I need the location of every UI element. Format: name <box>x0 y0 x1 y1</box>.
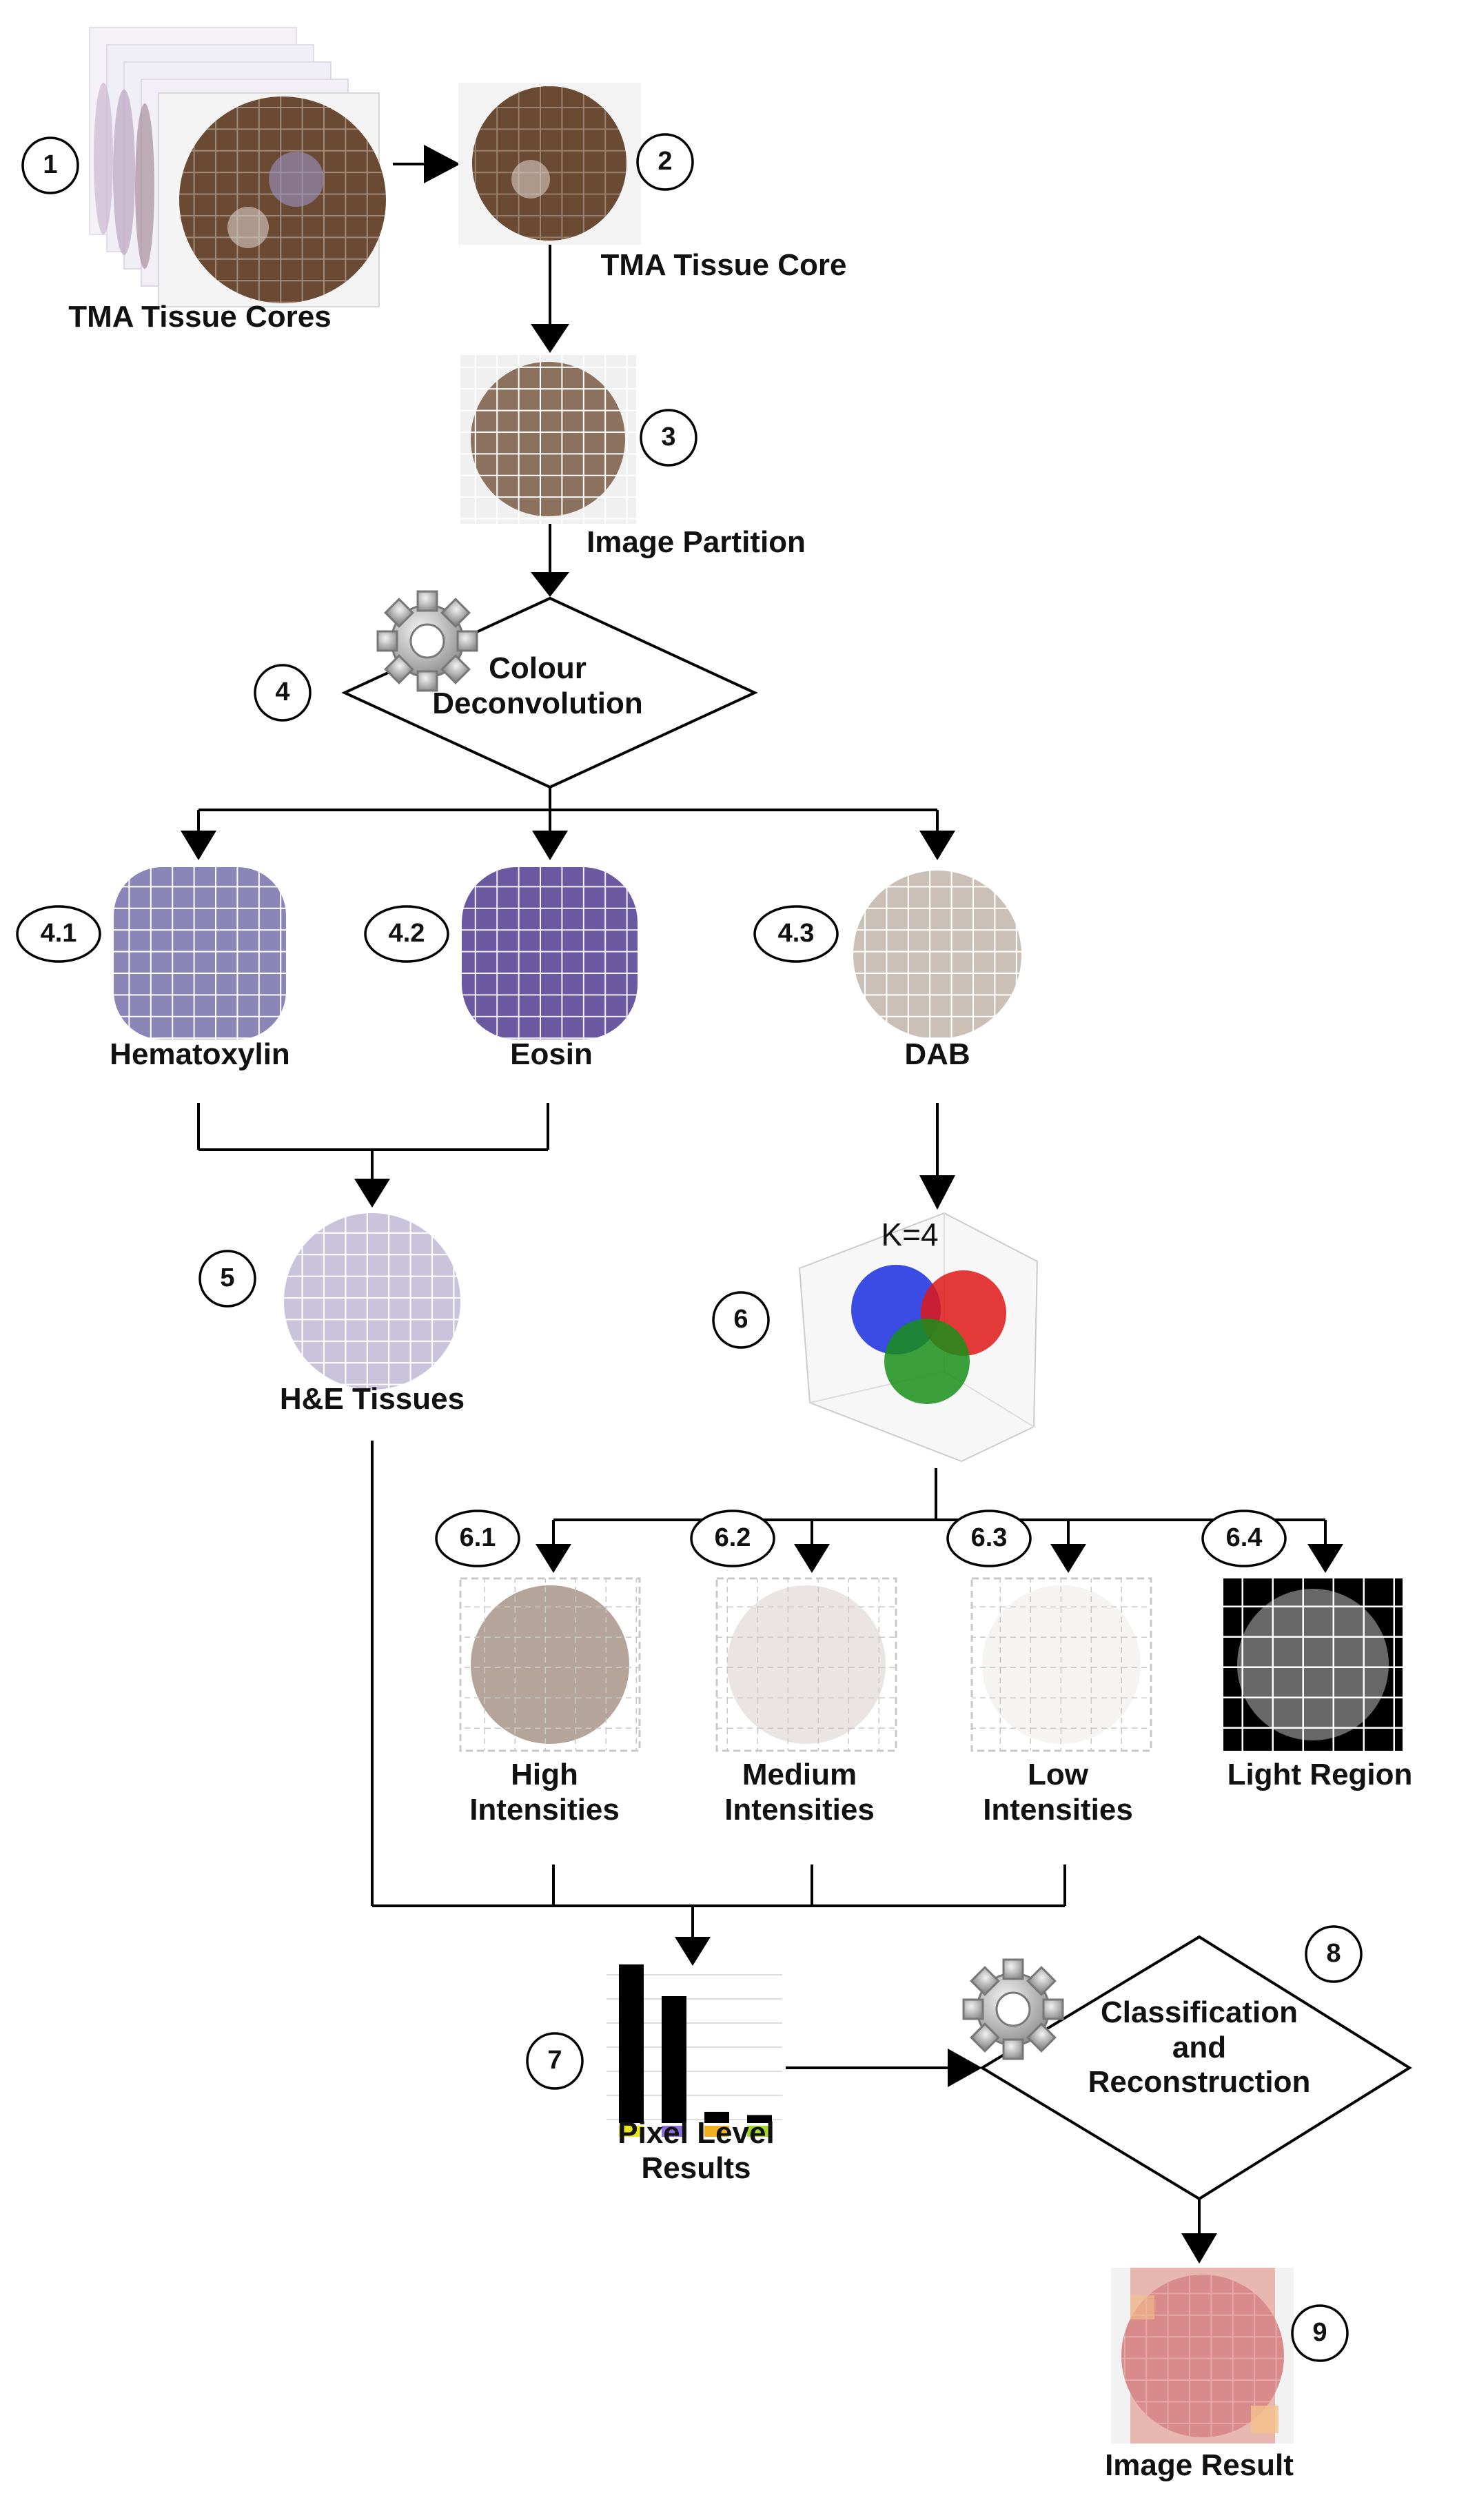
step-5-number: 5 <box>220 1263 235 1292</box>
colour-deconvolution-label: Colour Deconvolution <box>400 651 675 721</box>
light-region-image <box>1223 1578 1403 1751</box>
mini-bar-swatch-4 <box>747 2126 772 2137</box>
step-4-number: 4 <box>275 678 290 707</box>
tma-tissue-core-label: TMA Tissue Core <box>600 248 847 282</box>
step-4-3-number: 4.3 <box>777 919 815 948</box>
step-number-shapes <box>16 133 1363 2362</box>
image-result-label: Image Result <box>1105 2448 1294 2482</box>
low-line1: Low <box>1028 1758 1088 1791</box>
he-tissues-label: H&E Tissues <box>279 1382 465 1416</box>
dab-label: DAB <box>904 1037 970 1071</box>
colour-deconvolution-line1: Colour <box>489 651 587 685</box>
pixel-line1: Pixel Level <box>618 2116 775 2150</box>
he-tissues-image <box>284 1213 460 1390</box>
image-result <box>1111 2268 1294 2443</box>
high-intensities-label: High Intensities <box>427 1758 662 1827</box>
step-9-number: 9 <box>1312 2318 1327 2347</box>
classification-decision <box>979 1935 1412 2201</box>
hematoxylin-image <box>114 867 286 1039</box>
medium-intensities-image <box>715 1577 897 1752</box>
low-intensities-image <box>970 1577 1152 1752</box>
step-6-number: 6 <box>733 1305 748 1334</box>
classification-line1: Classification <box>1100 1995 1298 2029</box>
classification-line2: and <box>1172 2030 1227 2064</box>
medium-intensities-label: Medium Intensities <box>682 1758 917 1827</box>
pixel-level-bar-chart <box>607 1964 782 2137</box>
tma-tissue-cores-label: TMA Tissue Cores <box>68 300 332 334</box>
step-1-number: 1 <box>43 150 58 179</box>
high-intensities-image <box>459 1577 641 1752</box>
high-line2: Intensities <box>469 1792 620 1827</box>
pixel-level-results-label: Pixel Level Results <box>558 2116 834 2186</box>
low-intensities-label: Low Intensities <box>941 1758 1175 1827</box>
step-4-1-number: 4.1 <box>40 919 77 948</box>
connectors <box>197 163 1327 2233</box>
step-6-4-number: 6.4 <box>1225 1523 1263 1552</box>
step-8-number: 8 <box>1326 1939 1341 1968</box>
mini-bar-swatch-3 <box>704 2126 729 2137</box>
mini-bar-1 <box>619 1964 644 2123</box>
mini-bar-4 <box>747 2115 772 2123</box>
k-means-cluster-plot <box>798 1212 1039 1463</box>
arrowheads <box>181 145 1343 2264</box>
gear-icon <box>376 590 478 692</box>
step-2-number: 2 <box>658 147 673 176</box>
medium-line2: Intensities <box>724 1792 875 1827</box>
mini-bar-swatch-2 <box>662 2126 686 2137</box>
colour-deconvolution-line2: Deconvolution <box>432 686 643 720</box>
low-line2: Intensities <box>983 1792 1133 1827</box>
tma-core-single <box>458 83 641 245</box>
image-partition <box>460 355 636 524</box>
light-region-label: Light Region <box>1227 1758 1413 1791</box>
medium-line1: Medium <box>742 1758 857 1791</box>
mini-bar-swatch-1 <box>619 2126 644 2137</box>
mini-bar-2 <box>662 1996 686 2123</box>
step-4-2-number: 4.2 <box>388 919 425 948</box>
dab-image <box>851 868 1023 1042</box>
step-6-1-number: 6.1 <box>459 1523 496 1552</box>
classification-line3: Reconstruction <box>1088 2065 1311 2100</box>
step-7-number: 7 <box>547 2046 562 2075</box>
step-6-2-number: 6.2 <box>714 1523 751 1552</box>
mini-bar-3 <box>704 2111 729 2123</box>
tma-cores-stack <box>89 27 386 307</box>
pixel-line2: Results <box>641 2151 751 2185</box>
high-line1: High <box>511 1758 578 1791</box>
step-6-3-number: 6.3 <box>970 1523 1008 1552</box>
classification-label: Classification and Reconstruction <box>1054 1995 1344 2100</box>
k-label: K=4 <box>881 1217 939 1252</box>
step-3-number: 3 <box>661 423 676 451</box>
hematoxylin-label: Hematoxylin <box>110 1037 290 1071</box>
image-partition-label: Image Partition <box>587 525 806 559</box>
eosin-label: Eosin <box>510 1037 593 1071</box>
gear-icon-2 <box>962 1958 1064 2060</box>
eosin-image <box>462 867 638 1039</box>
